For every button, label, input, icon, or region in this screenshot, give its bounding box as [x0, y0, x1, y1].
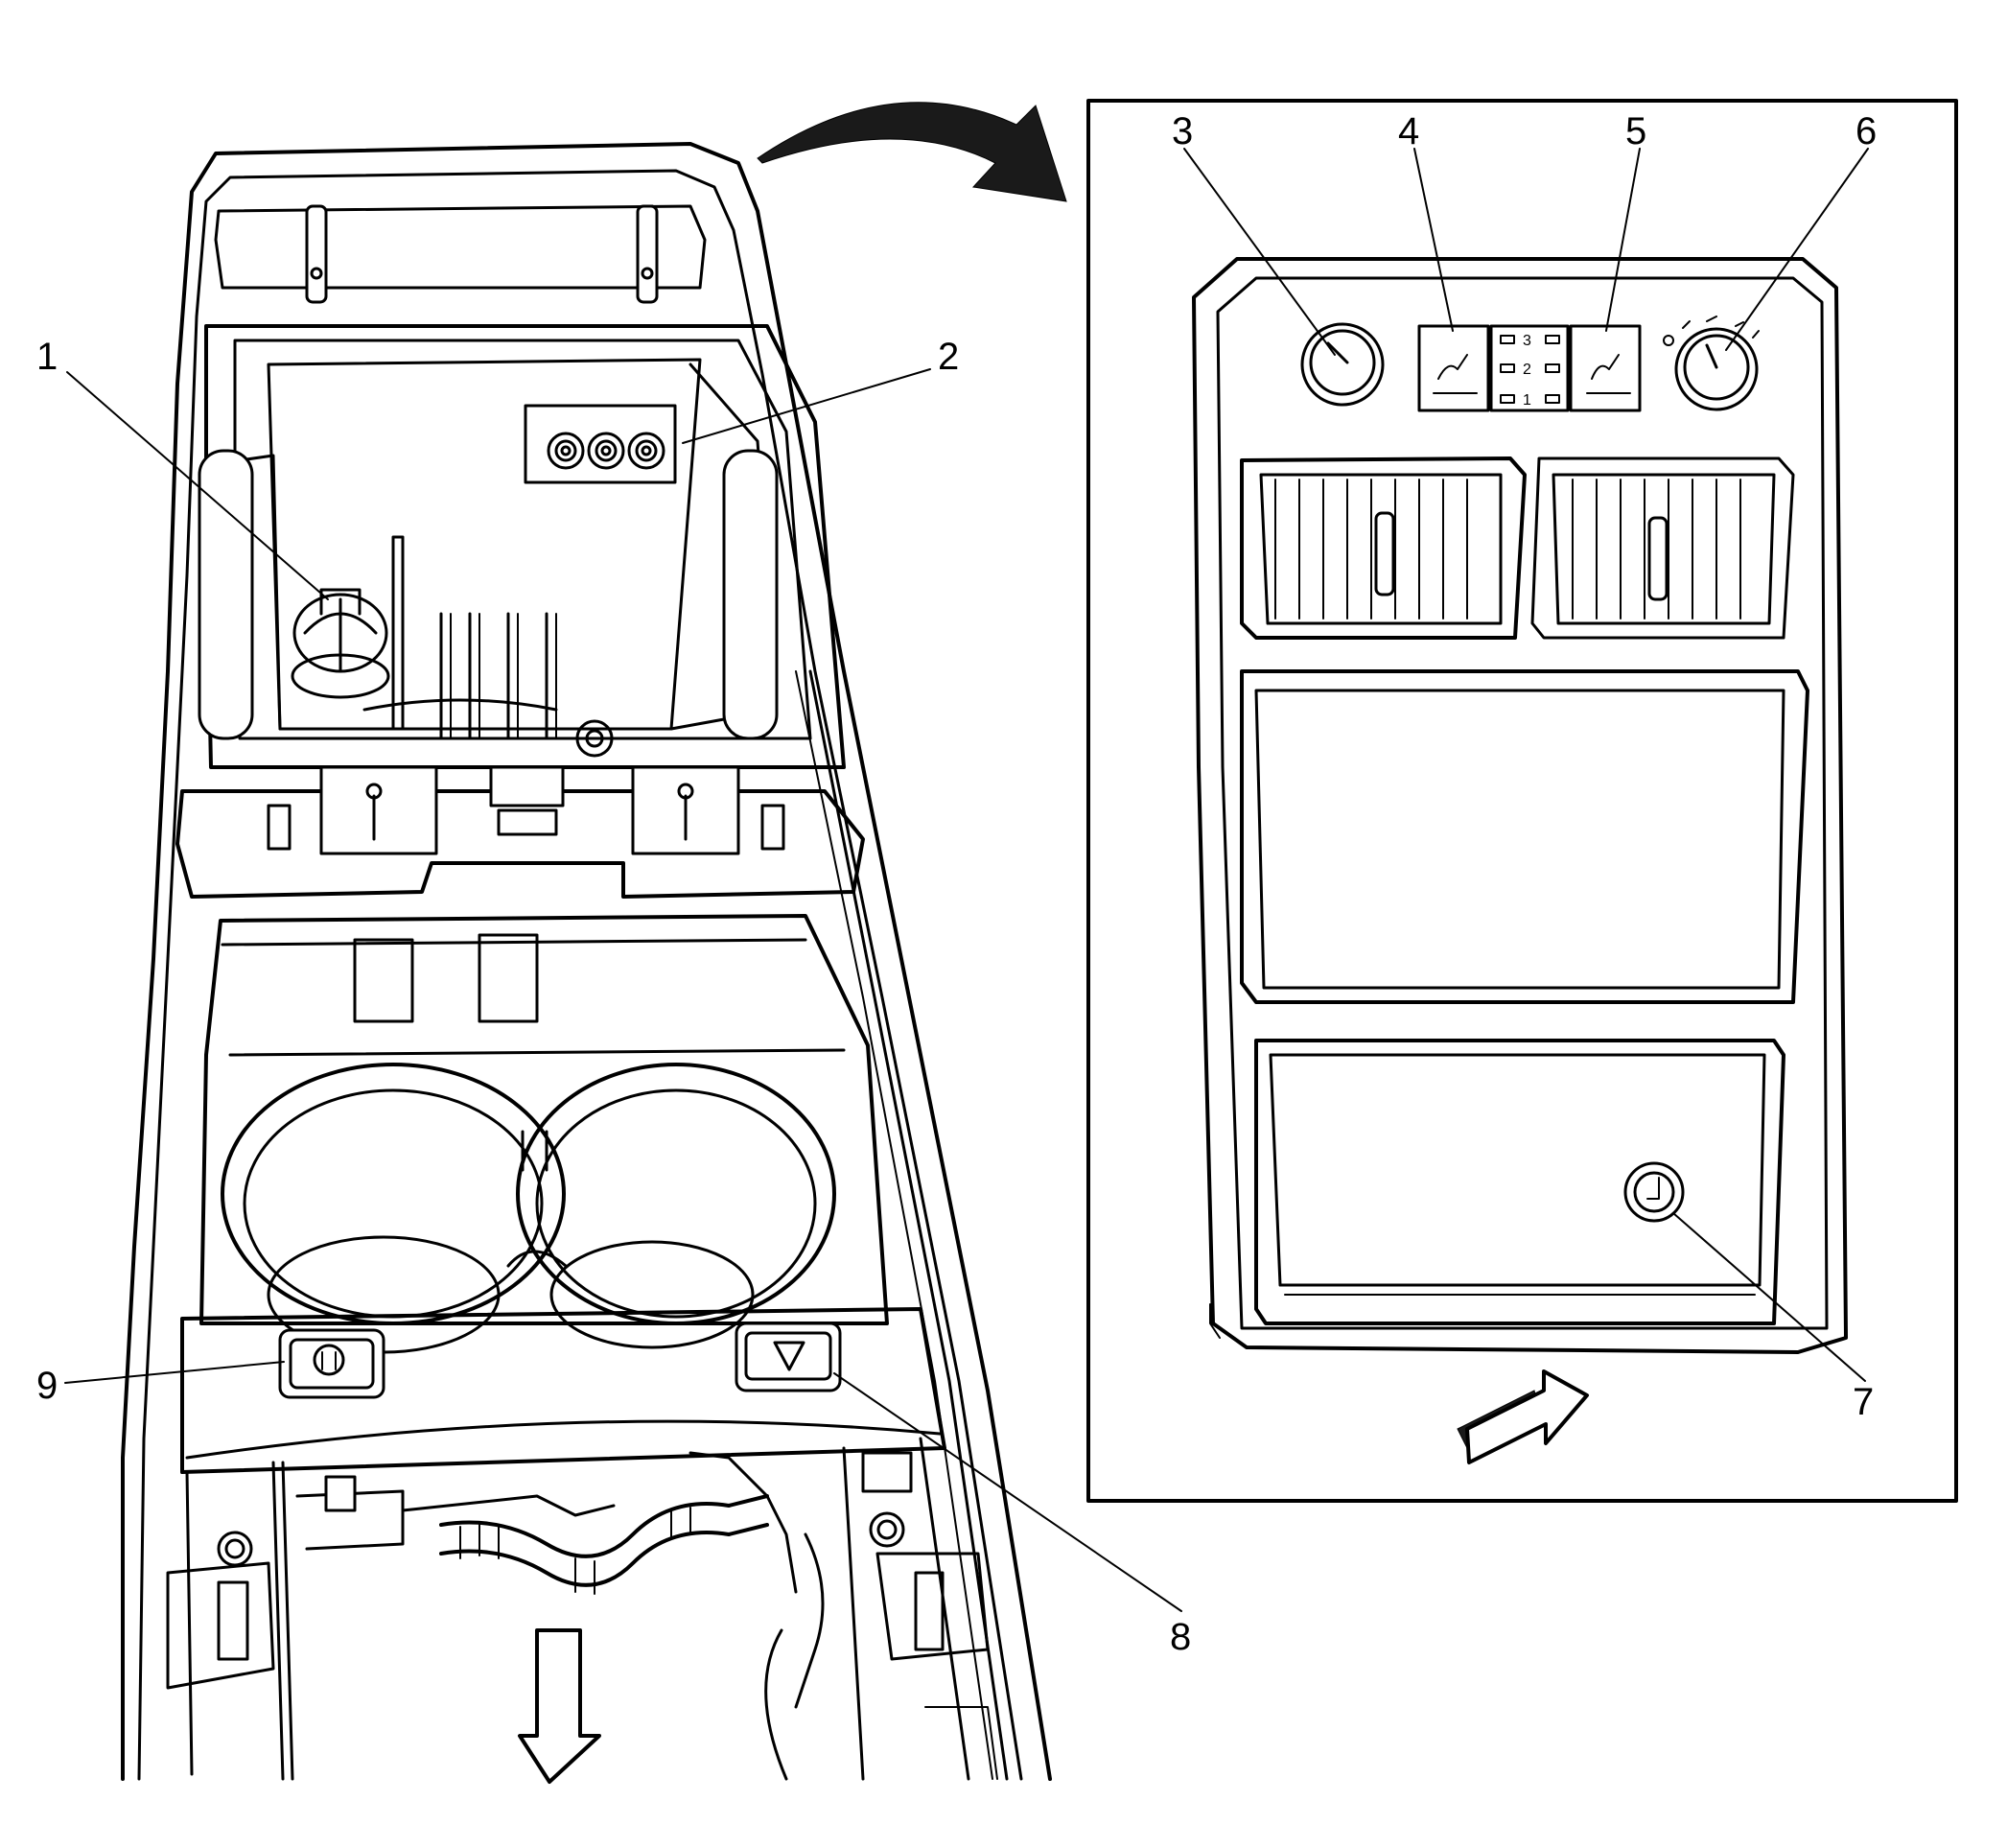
display-blank-panel: [1240, 669, 1809, 1004]
cup-holders: [199, 914, 889, 1354]
armrest-hinge: [214, 204, 707, 290]
lower-storage-door: [1254, 1039, 1785, 1325]
fan-level-indicator: 3 2 1: [1489, 324, 1570, 412]
hazard-triangle-icon: [773, 1341, 805, 1371]
switch-bezel: [180, 1307, 946, 1474]
auxiliary-power-outlet: [1623, 1161, 1685, 1223]
leader-lines: [64, 148, 1869, 1612]
temperature-knob: [1300, 322, 1385, 407]
callout-6: 6: [1855, 110, 1877, 152]
callout-4: 4: [1398, 110, 1419, 152]
center-console: [121, 142, 1052, 1784]
detail-frame: [1086, 99, 1958, 1503]
lid-latch-bracket: [175, 765, 865, 899]
callout-numbers: 1 2 3 4 5 6 7 8 9: [36, 110, 1877, 1658]
console-inner-left-edge: [137, 169, 1023, 1781]
power-outlet: [291, 588, 390, 699]
storage-bin: [198, 324, 846, 769]
fan-level-2: 2: [1523, 362, 1531, 378]
down-arrow-icon: [518, 1628, 601, 1784]
curved-arrow-icon: [757, 102, 1067, 202]
callout-3: 3: [1172, 110, 1193, 152]
callout-8: 8: [1170, 1616, 1191, 1658]
callout-7: 7: [1853, 1381, 1874, 1423]
fan-level-1: 1: [1523, 392, 1531, 409]
air-vents: [1240, 456, 1795, 640]
hazard-switch: [735, 1322, 842, 1392]
callout-2: 2: [938, 336, 959, 378]
traction-control-icon: [313, 1344, 345, 1376]
direction-arrow-icon: [1457, 1369, 1589, 1464]
wiring-harness-area: [166, 1437, 998, 1781]
callout-1: 1: [36, 336, 58, 378]
callout-5: 5: [1625, 110, 1646, 152]
callout-9: 9: [36, 1365, 58, 1407]
fan-speed-knob: [1663, 316, 1760, 411]
console-outer-left-edge: [121, 142, 1052, 1781]
rear-control-panel-detail: 3 2 1: [1086, 99, 1958, 1503]
fan-level-3: 3: [1523, 333, 1531, 349]
aux-input-jacks: [524, 404, 677, 484]
left-seat-heater-switch: [1417, 324, 1490, 412]
traction-control-switch: [278, 1328, 385, 1399]
right-seat-heater-switch: [1569, 324, 1642, 412]
